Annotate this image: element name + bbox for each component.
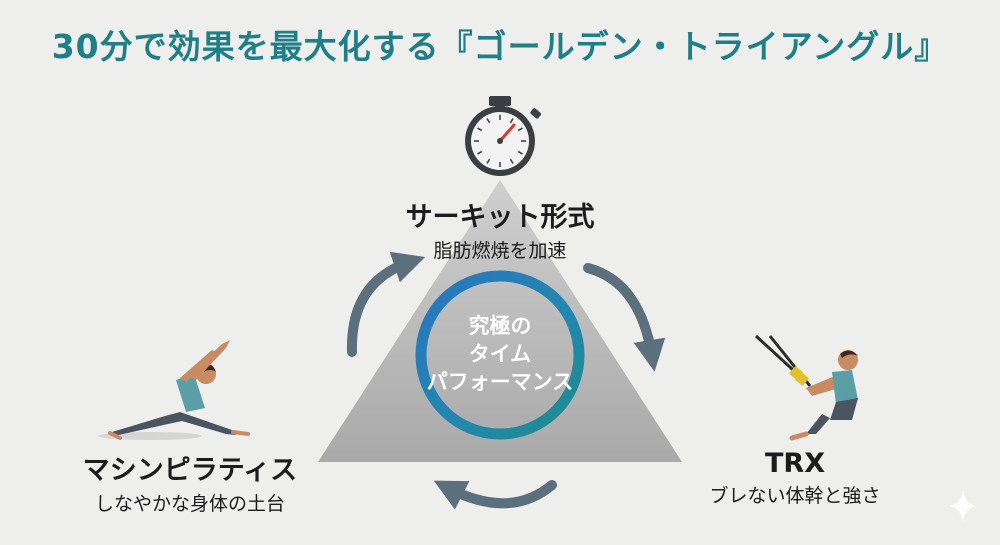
cycle-arrow-top-left — [346, 251, 426, 357]
triangle-shape — [318, 180, 682, 462]
center-label: 究極の タイム パフォーマンス — [400, 312, 600, 396]
circuit-label: サーキット形式 脂肪燃焼を加速 — [350, 195, 650, 263]
center-ring — [415, 270, 585, 440]
pilates-heading: マシンピラティス — [82, 455, 298, 486]
sparkle-icon — [949, 490, 977, 522]
center-line-1: 究極の — [468, 314, 532, 338]
circuit-subtext: 脂肪燃焼を加速 — [433, 240, 567, 262]
cycle-arrow-bottom — [433, 480, 557, 510]
trx-label: TRX ブレない体幹と強さ — [680, 448, 910, 508]
cycle-arrow-top-right — [583, 263, 666, 372]
pilates-label: マシンピラティス しなやかな身体の土台 — [40, 448, 340, 516]
center-line-3: パフォーマンス — [426, 370, 574, 394]
page-title: 30分で効果を最大化する『ゴールデン・トライアングル』 — [51, 27, 949, 66]
center-line-2: タイム — [468, 342, 532, 366]
trx-subtext: ブレない体幹と強さ — [709, 485, 881, 507]
stopwatch-icon — [465, 96, 541, 176]
trx-figure-icon — [754, 334, 858, 441]
trx-heading: TRX — [764, 448, 826, 479]
circuit-heading: サーキット形式 — [405, 202, 595, 233]
yoga-figure-icon — [98, 340, 250, 440]
pilates-subtext: しなやかな身体の土台 — [94, 493, 285, 515]
